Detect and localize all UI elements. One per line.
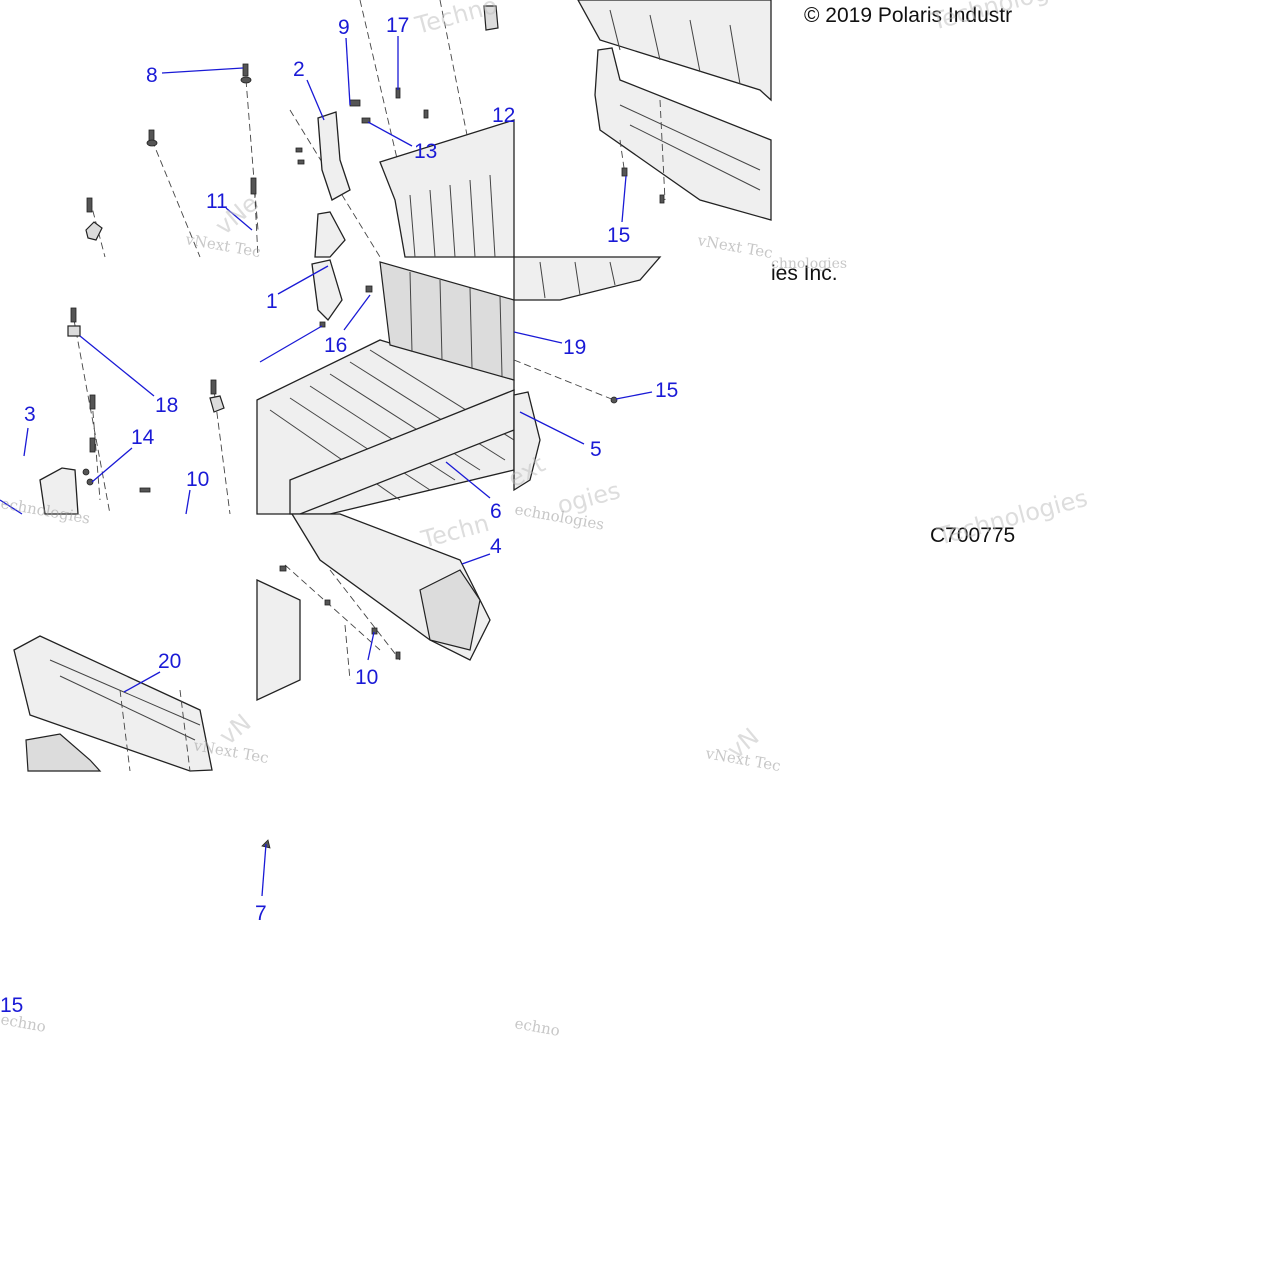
- bolt-icon: [365, 285, 373, 293]
- bolt-icon: [146, 129, 158, 147]
- leader-lines: [0, 36, 653, 897]
- callout-12: 12: [492, 104, 515, 127]
- copyright-fragment: ies Inc.: [771, 262, 838, 285]
- side-bracket: [39, 467, 79, 515]
- callout-6: 6: [490, 500, 502, 523]
- callout-20: 20: [158, 650, 181, 673]
- callouts: 8 2 9 17 12 13 11 15 1 16 19 15 3 18 14 …: [0, 14, 678, 1017]
- rear-corner-bracket: [314, 211, 346, 258]
- rear-side-panel: [513, 391, 541, 492]
- callout-15: 15: [607, 224, 630, 247]
- front-bracket: [311, 259, 343, 322]
- watermark-text: Techn: [417, 509, 492, 554]
- tile-bottom-left: [13, 635, 213, 772]
- callout-7: 7: [255, 902, 267, 925]
- bolt-icon: [395, 651, 401, 660]
- callout-18: 18: [155, 394, 178, 417]
- callout-11: 11: [206, 190, 228, 213]
- clip-icon: [209, 395, 225, 413]
- tile-top-left: [85, 63, 259, 258]
- tailgate-upper: [577, 0, 772, 102]
- bolt-icon: [361, 117, 371, 124]
- callout-15: 15: [655, 379, 678, 402]
- bolt-icon: [139, 487, 151, 493]
- bolt-icon: [89, 394, 96, 410]
- watermarks: vNext Tec Techno vNe vNext Tec chnologie…: [0, 0, 1090, 1040]
- tailgate-lower-frame: [25, 733, 102, 772]
- callout-13: 13: [414, 140, 437, 163]
- bed-front-wall: [379, 261, 515, 381]
- callout-9: 9: [338, 16, 350, 39]
- watermark-text: Techno: [411, 0, 500, 40]
- callout-8: 8: [146, 64, 158, 87]
- bolt-icon: [250, 177, 257, 195]
- bolt-icon: [371, 627, 378, 635]
- bolt-icon: [295, 147, 303, 153]
- nut-clip-icon: [67, 325, 81, 337]
- tile-right-middle: [513, 256, 662, 492]
- bolt-icon: [324, 599, 331, 606]
- rivet-icon: [610, 396, 618, 404]
- callout-1: 1: [266, 290, 278, 313]
- bed-side-panel: [513, 256, 662, 301]
- tile-top-right: [577, 0, 772, 221]
- bolt-icon: [210, 379, 217, 395]
- callout-3: 3: [24, 403, 36, 426]
- callout-2: 2: [293, 58, 305, 81]
- latch-plate: [483, 5, 499, 31]
- copyright-text: © 2019 Polaris Industr: [804, 4, 1012, 27]
- bolt-icon: [423, 109, 429, 119]
- bolt-icon: [319, 321, 326, 328]
- tile-bottom-center: [256, 513, 491, 702]
- bolt-icon: [89, 437, 96, 453]
- bolt-icon: [349, 99, 361, 107]
- bed-side-rail: [289, 389, 515, 515]
- callout-4: 4: [490, 535, 502, 558]
- hinge-bracket: [317, 111, 351, 201]
- clip-icon: [85, 221, 103, 241]
- callout-17: 17: [386, 14, 409, 37]
- bed-front-panel: [379, 119, 515, 258]
- callout-16: 16: [324, 334, 347, 357]
- watermark-text: echno: [0, 1010, 47, 1036]
- callout-19: 19: [563, 336, 586, 359]
- callout-14: 14: [131, 426, 155, 449]
- bolt-icon: [659, 194, 665, 204]
- bolt-icon: [70, 307, 77, 323]
- callout-5: 5: [590, 438, 602, 461]
- bolt-icon: [240, 63, 252, 84]
- diagram-code: C700775: [930, 524, 1015, 547]
- tailgate-frame: [13, 635, 213, 772]
- bolt-icon: [86, 197, 93, 213]
- nut-icon: [82, 468, 90, 476]
- bolt-icon: [279, 565, 287, 572]
- bolt-icon: [621, 167, 628, 177]
- callout-15: 15: [0, 994, 23, 1017]
- watermark-text: vNext Tec: [695, 231, 774, 262]
- tile-bed-center: [256, 259, 515, 515]
- watermark-text: chnologies: [771, 256, 847, 272]
- bolt-icon: [297, 159, 305, 165]
- tile-left-middle: [39, 307, 231, 515]
- crossmember-bracket: [419, 569, 481, 651]
- tile-top-middle: [289, 0, 515, 258]
- callout-10: 10: [355, 666, 378, 689]
- callout-10: 10: [186, 468, 209, 491]
- bed-rear-panel: [256, 578, 301, 702]
- watermark-text: echno: [513, 1014, 561, 1040]
